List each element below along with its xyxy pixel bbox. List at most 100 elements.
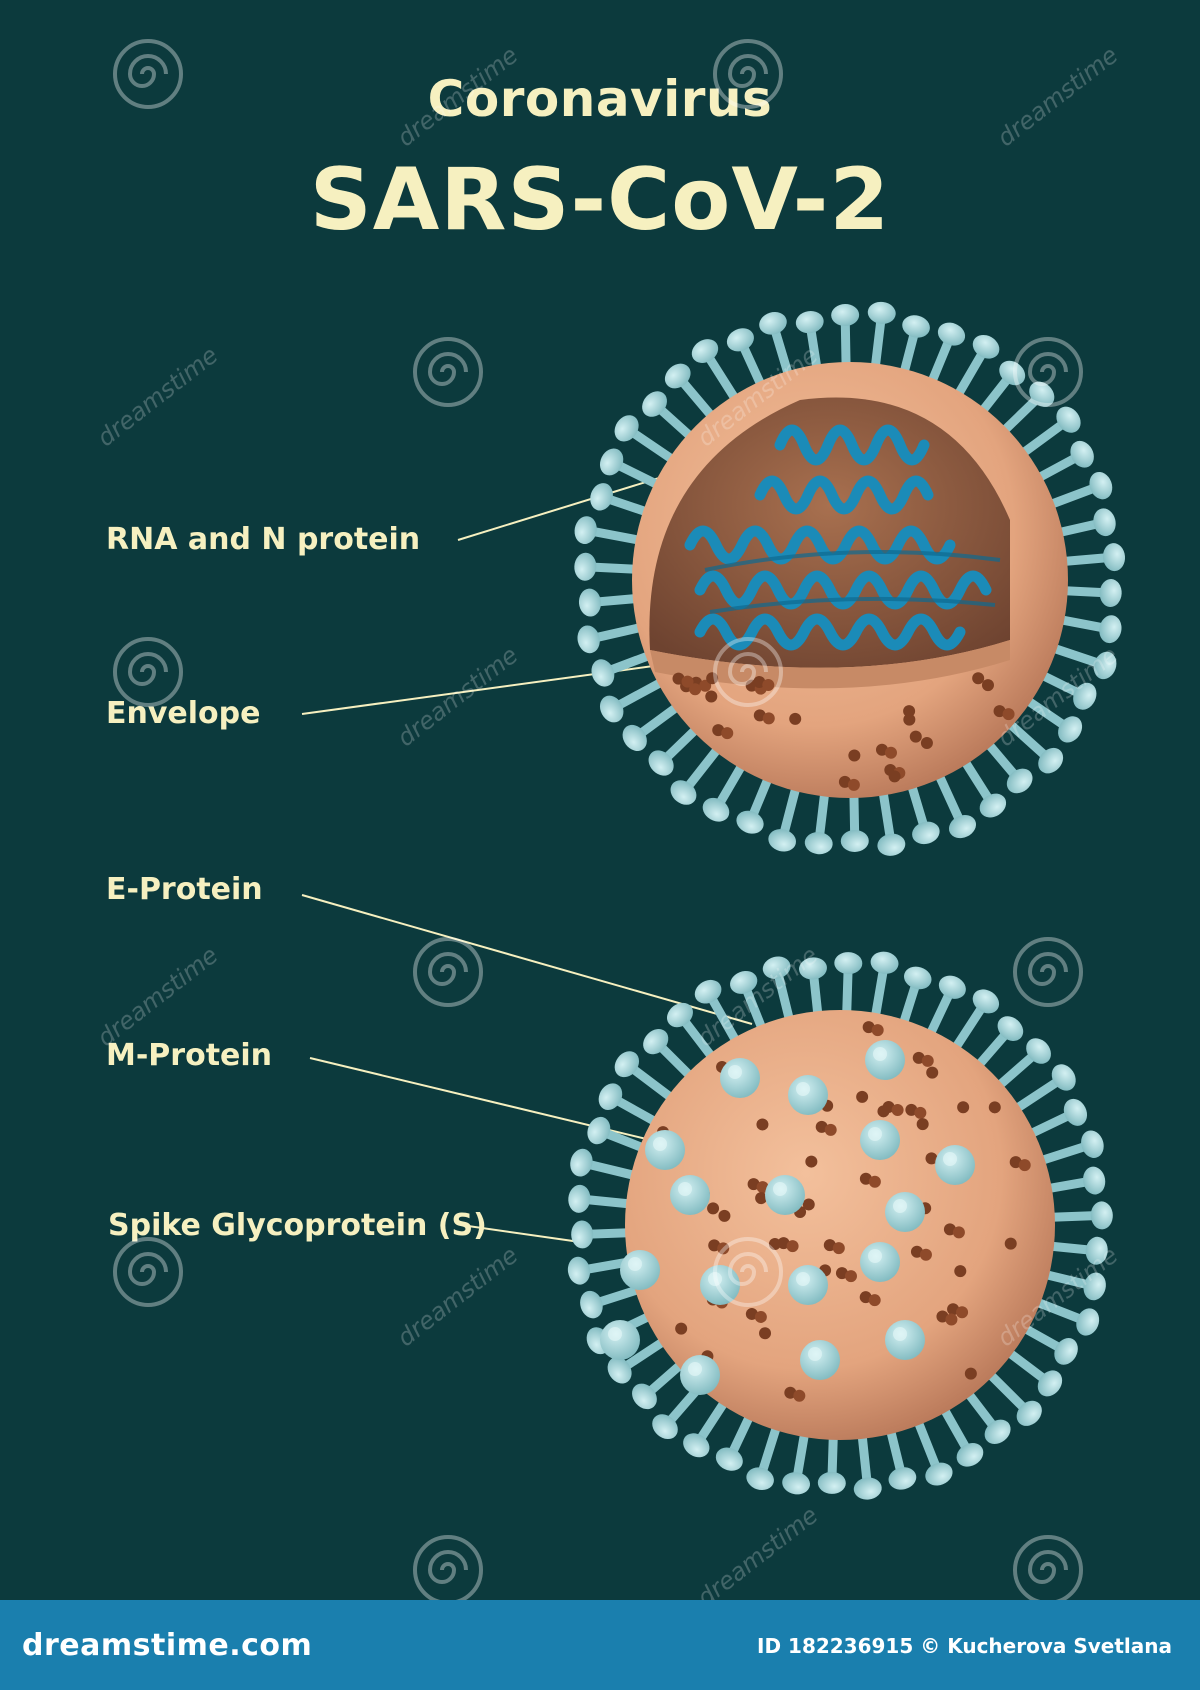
e-protein [835, 1267, 857, 1283]
spiral-logo-icon [713, 1237, 783, 1307]
m-protein [718, 1209, 731, 1222]
e-protein [815, 1120, 837, 1136]
e-protein [712, 724, 734, 740]
spike-protein [746, 1416, 783, 1491]
spike-protein [591, 648, 660, 687]
e-protein [747, 1178, 769, 1194]
m-protein [768, 1237, 781, 1250]
spike-protein [670, 739, 727, 805]
spike-protein [694, 979, 744, 1052]
e-protein [838, 775, 860, 791]
m-protein [756, 1118, 769, 1131]
spike-protein [642, 391, 700, 446]
spike-protein [1049, 614, 1122, 644]
cut-edge [650, 640, 1010, 689]
spiral-logo-icon [713, 637, 783, 707]
footer-brand[interactable]: dreamstime.com [22, 1628, 313, 1663]
spike-protein [720, 1058, 760, 1098]
e-protein [777, 1237, 799, 1253]
spike-protein [614, 1051, 681, 1107]
spike-protein [947, 989, 1000, 1058]
e-protein [875, 743, 897, 759]
e-protein [672, 672, 694, 688]
e-protein [993, 705, 1015, 721]
spike-protein [897, 315, 930, 384]
spike-protein [574, 552, 647, 581]
spike-protein [1040, 1201, 1113, 1230]
leader-line-m-protein [309, 1057, 693, 1151]
m-protein [856, 1090, 869, 1103]
spike-protein [691, 339, 744, 409]
e-protein [862, 1021, 884, 1037]
spike-protein [831, 304, 860, 377]
m-protein [848, 749, 861, 762]
spike-protein [1030, 1130, 1104, 1168]
spike-protein [924, 322, 966, 393]
footer-credit: ID 182236915 © Kucherova Svetlana [757, 1634, 1172, 1658]
e-protein [784, 1386, 806, 1402]
poster-subtitle: SARS-CoV-2 [309, 150, 891, 250]
spike-protein [853, 1424, 882, 1500]
e-protein [745, 1307, 767, 1323]
m-protein [802, 1198, 815, 1211]
spike-protein [980, 1365, 1042, 1426]
spike-protein [788, 1265, 828, 1305]
label-e-protein: E-Protein [106, 872, 263, 907]
membrane-proteins-top [672, 672, 1015, 791]
label-rna-n-protein: RNA and N protein [106, 522, 421, 557]
m-protein [957, 1101, 970, 1114]
e-protein [1009, 1156, 1031, 1172]
m-protein [1004, 1237, 1017, 1250]
spiral-logo-icon [113, 1237, 183, 1307]
spike-protein [788, 1075, 828, 1115]
spike-protein [865, 1040, 905, 1080]
spike-protein [935, 1145, 975, 1185]
m-protein [981, 679, 994, 692]
spike-protein [877, 781, 906, 856]
footer-bar: dreamstime.com ID 182236915 © Kucherova … [0, 1600, 1200, 1690]
spike-protein [736, 767, 776, 834]
e-protein [753, 709, 775, 725]
spiral-logo-icon [113, 39, 183, 109]
spike-protein [1006, 1064, 1076, 1117]
spike-protein [768, 776, 803, 852]
spike-protein [905, 774, 940, 845]
spike-protein [620, 1250, 660, 1290]
spike-protein [700, 1265, 740, 1305]
spike-protein [869, 951, 899, 1028]
spike-protein [950, 334, 1000, 405]
spike-protein [782, 1422, 811, 1495]
poster-canvas: Coronavirus SARS-CoV-2 [92, 39, 1126, 1612]
m-protein [805, 1155, 818, 1168]
m-protein [920, 736, 933, 749]
spike-protein [580, 1282, 650, 1319]
envelope-sphere-bottom [625, 1010, 1055, 1440]
spike-protein [600, 1320, 640, 1360]
label-spike-glycoprotein: Spike Glycoprotein (S) [108, 1208, 487, 1243]
m-protein [705, 690, 718, 703]
m-protein [903, 705, 916, 718]
leader-line-e-protein [301, 894, 753, 1025]
spike-protein [867, 301, 896, 378]
spiral-logo-icon [413, 937, 483, 1007]
e-protein [936, 1310, 958, 1326]
spike-protein [884, 1419, 917, 1490]
e-protein [823, 1239, 845, 1255]
rna-helix [684, 424, 992, 651]
spike-protein [648, 720, 706, 776]
spike-protein [931, 764, 977, 839]
spike-protein [1013, 406, 1081, 462]
spiral-logo-icon [113, 637, 183, 707]
e-protein [859, 1291, 881, 1307]
m-protein [909, 730, 922, 743]
spike-protein [614, 415, 683, 468]
e-protein [947, 1303, 969, 1319]
e-protein [910, 1245, 932, 1261]
m-protein [755, 1192, 768, 1205]
spike-protein [577, 621, 652, 654]
spike-protein [1026, 1295, 1100, 1336]
virus-illustration [301, 301, 1126, 1500]
spike-protein [590, 483, 658, 519]
spike-protein [670, 1175, 710, 1215]
e-protein [905, 1103, 927, 1119]
